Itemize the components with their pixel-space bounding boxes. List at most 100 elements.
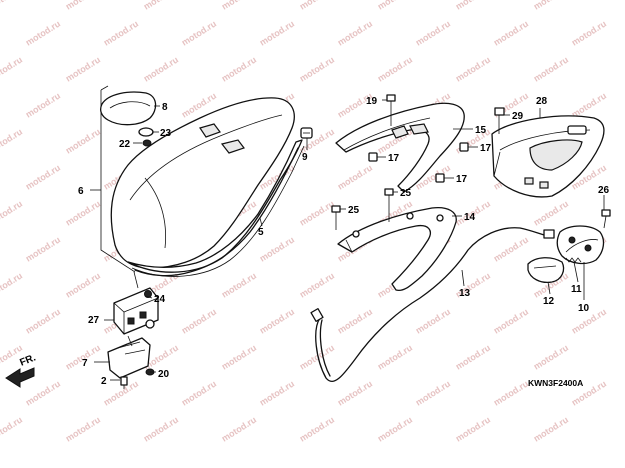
watermark-text: motod.ru (64, 415, 102, 444)
nut-22 (142, 139, 152, 147)
callout-9: 9 (302, 152, 308, 163)
callout-17b: 17 (480, 143, 492, 154)
callout-24: 24 (154, 294, 166, 305)
watermark-text: motod.ru (64, 199, 102, 228)
diagram-code: KWN3F2400A (528, 378, 583, 388)
watermark-text: motod.ru (492, 307, 530, 336)
callout-20: 20 (158, 369, 170, 380)
luggage-tray-28 (491, 115, 605, 198)
watermark-text: motod.ru (24, 307, 62, 336)
grommet-9 (300, 127, 313, 139)
callout-8: 8 (162, 102, 168, 113)
watermark-text: motod.ru (0, 199, 24, 228)
watermark-text: motod.ru (0, 55, 24, 84)
clip-17b (459, 142, 469, 152)
watermark-text: motod.ru (258, 307, 296, 336)
seat-trim-strip (134, 147, 299, 277)
watermark-text: motod.ru (24, 163, 62, 192)
watermark-text: motod.ru (0, 127, 24, 156)
callout-17c: 17 (456, 174, 468, 185)
watermark-text: motod.ru (414, 307, 452, 336)
watermark-text: motod.ru (180, 307, 218, 336)
bolt-2 (120, 376, 128, 389)
seat-bumper-pad (100, 91, 157, 126)
watermark-text: motod.ru (336, 163, 374, 192)
watermark-text: motod.ru (180, 19, 218, 48)
watermark-text: motod.ru (142, 0, 180, 12)
cable-end-rear (543, 229, 555, 239)
bolt-29 (494, 107, 505, 134)
watermark-text: motod.ru (376, 343, 414, 372)
front-direction-arrow (5, 367, 35, 388)
watermark-text: motod.ru (492, 235, 530, 264)
callout-7: 7 (82, 358, 88, 369)
watermark-text: motod.ru (180, 379, 218, 408)
callout-5: 5 (258, 227, 264, 238)
callout-26: 26 (598, 185, 610, 196)
front-arrow-label: FR. (18, 352, 37, 368)
callout-29: 29 (512, 111, 524, 122)
callout-25a: 25 (348, 205, 360, 216)
clip-17a (368, 152, 378, 162)
callout-23: 23 (160, 128, 172, 139)
washer-23 (138, 127, 154, 137)
watermark-text: motod.ru (336, 19, 374, 48)
callout-13: 13 (459, 288, 471, 299)
watermark-text: motod.ru (258, 19, 296, 48)
callout-15: 15 (475, 125, 487, 136)
watermark-text: motod.ru (414, 379, 452, 408)
watermark-text: motod.ru (532, 343, 570, 372)
watermark-text: motod.ru (376, 55, 414, 84)
callout-17a: 17 (388, 153, 400, 164)
watermark-text: motod.ru (376, 415, 414, 444)
bolt-19 (386, 94, 396, 126)
seat-assembly (100, 85, 305, 277)
watermark-text: motod.ru (532, 199, 570, 228)
callout-6: 6 (78, 186, 84, 197)
watermark-text: motod.ru (414, 19, 452, 48)
watermark-text: motod.ru (570, 19, 608, 48)
watermark-text: motod.ru (570, 91, 608, 120)
watermark-text: motod.ru (454, 55, 492, 84)
callout-27: 27 (88, 315, 100, 326)
watermark-text: motod.ru (258, 379, 296, 408)
watermark-text: motod.ru (64, 271, 102, 300)
lock-bracket-frame (337, 206, 457, 292)
seat-body (110, 97, 295, 269)
callout-28: 28 (536, 96, 548, 107)
leader-lines (90, 99, 605, 381)
seat-emblem-rear (220, 139, 245, 154)
callout-25b: 25 (400, 188, 412, 199)
watermark-text: motod.ru (142, 415, 180, 444)
watermark-text: motod.ru (0, 0, 24, 12)
watermark-text: motod.ru (24, 235, 62, 264)
watermark-text: motod.ru (298, 0, 336, 12)
watermark-text: motod.ru (492, 19, 530, 48)
watermark-text: motod.ru (220, 0, 258, 12)
watermark-text: motod.ru (454, 415, 492, 444)
watermark-text: motod.ru (64, 127, 102, 156)
clip-17c (435, 173, 445, 183)
watermark-text: motod.ru (220, 55, 258, 84)
seat-hinge-bracket (113, 271, 159, 335)
seat-emblem-front (199, 123, 221, 138)
hinge-plate-7 (107, 335, 151, 379)
seat-lock-cable (315, 227, 549, 382)
rear-top-cover (335, 102, 465, 193)
watermark-text: motod.ru (532, 0, 570, 12)
callout-10: 10 (578, 303, 590, 314)
watermark-text: motod.ru (220, 343, 258, 372)
watermark-text: motod.ru (220, 415, 258, 444)
watermark-text: motod.ru (0, 271, 24, 300)
callout-22: 22 (119, 139, 131, 150)
callout-19: 19 (366, 96, 378, 107)
watermark-text: motod.ru (298, 199, 336, 228)
bolt-26 (601, 209, 611, 229)
watermark-text: motod.ru (258, 235, 296, 264)
watermark-text: motod.ru (102, 19, 140, 48)
bolt-25a (331, 205, 341, 230)
watermark-text: motod.ru (220, 271, 258, 300)
watermark-text: motod.ru (24, 91, 62, 120)
